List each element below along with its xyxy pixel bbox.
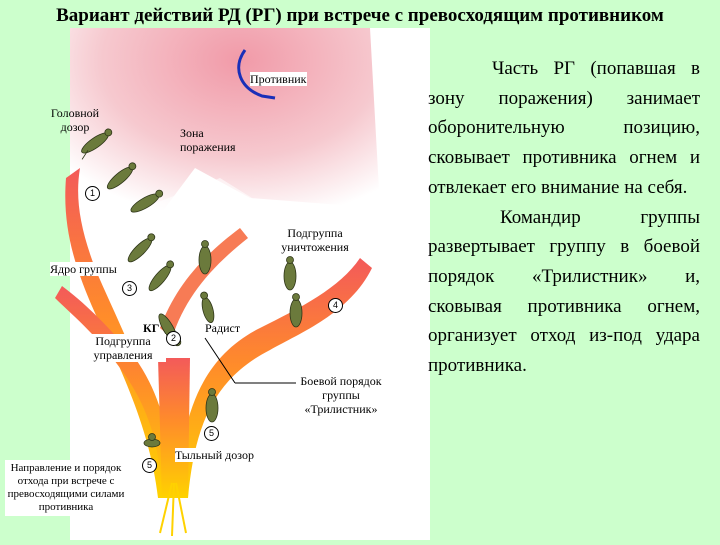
rear-patrol-label: Тыльный дозор bbox=[175, 448, 254, 462]
kill-zone-label: Зона поражения bbox=[180, 126, 236, 154]
marker-5-lower: 5 bbox=[142, 458, 157, 473]
enemy-line bbox=[237, 49, 276, 100]
retreat-arrows bbox=[159, 482, 187, 537]
description-paragraph-2: Командир группы развертывает группу в бо… bbox=[428, 206, 700, 377]
marker-1: 1 bbox=[85, 186, 100, 201]
right-branch bbox=[178, 258, 372, 498]
slide-title: Вариант действий РД (РГ) при встрече с п… bbox=[56, 5, 664, 26]
battle-order-label: Боевой порядок группы «Трилистник» bbox=[296, 374, 386, 416]
trefoil-diagram: Противник Головной дозор Зона поражения … bbox=[0, 28, 430, 540]
left-branch bbox=[65, 168, 170, 498]
inner-branch bbox=[160, 228, 248, 338]
kill-subgroup-label: Подгруппа уничтожения bbox=[270, 226, 360, 254]
enemy-label: Противник bbox=[250, 72, 307, 86]
marker-4: 4 bbox=[328, 298, 343, 313]
marker-5-upper: 5 bbox=[204, 426, 219, 441]
diagram-canvas bbox=[55, 28, 430, 540]
control-subgroup-label: Подгруппа управления bbox=[80, 334, 166, 362]
commander-label: КГ bbox=[143, 321, 160, 335]
retreat-direction-label: Направление и порядок отхода при встрече… bbox=[5, 460, 127, 516]
description-paragraph-1: Часть РГ (попавшая в зону поражения) зан… bbox=[428, 58, 700, 198]
group-core-label: Ядро группы bbox=[50, 262, 117, 276]
marker-2: 2 bbox=[166, 331, 181, 346]
radio-leader bbox=[204, 337, 236, 384]
radio-operator-label: Радист bbox=[205, 321, 241, 335]
marker-3: 3 bbox=[122, 281, 137, 296]
description-text: Часть РГ (попавшая в зону поражения) зан… bbox=[428, 54, 700, 381]
head-patrol-label: Головной дозор bbox=[50, 106, 100, 134]
trunk bbox=[158, 358, 190, 498]
